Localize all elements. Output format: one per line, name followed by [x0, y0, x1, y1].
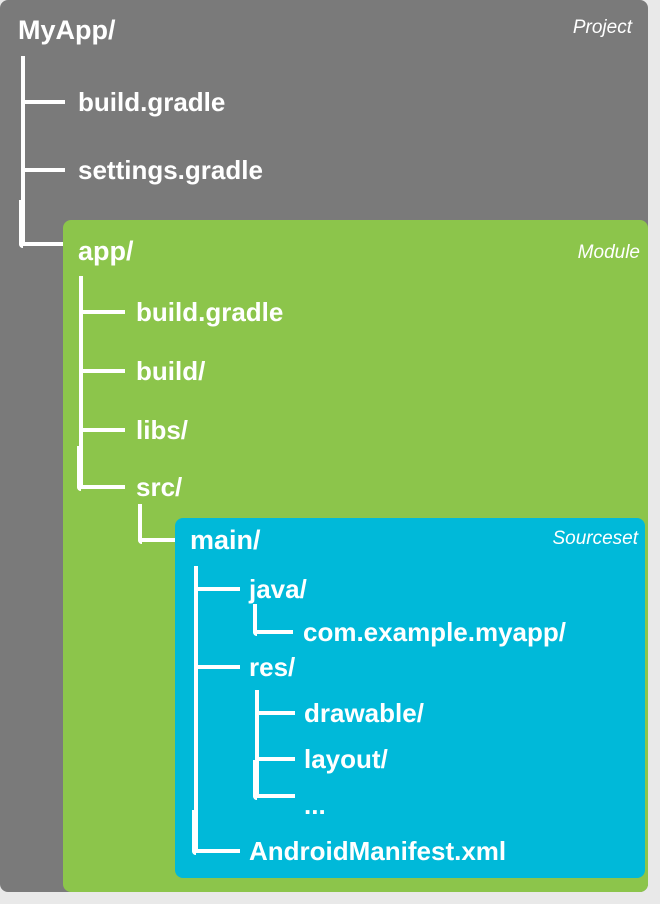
sourceset-entry-java-package: com.example.myapp/ — [303, 617, 566, 647]
module-root-label: app/ — [78, 236, 134, 266]
sourceset-elbow-corner — [192, 810, 196, 855]
module-entry-build-dir: build/ — [136, 356, 206, 386]
sourceset-trunk-line — [194, 566, 198, 850]
res-branch-line-more — [255, 794, 295, 798]
module-branch-line-2 — [79, 369, 125, 373]
project-branch-line-3 — [21, 242, 67, 246]
src-to-main-line — [140, 538, 178, 542]
project-root-label: MyApp/ — [18, 15, 116, 45]
sourceset-tag-label: Sourceset — [552, 528, 638, 549]
sourceset-entry-android-manifest: AndroidManifest.xml — [249, 836, 507, 866]
sourceset-entry-layout-dir: layout/ — [304, 744, 388, 774]
sourceset-box — [175, 518, 645, 878]
sourceset-entry-res-dir: res/ — [249, 652, 296, 682]
sourceset-branch-line-java — [194, 587, 240, 591]
project-elbow-corner — [19, 200, 23, 248]
module-branch-line-4 — [79, 485, 125, 489]
module-entry-libs-dir: libs/ — [136, 415, 189, 445]
src-to-main-elbow-corner — [138, 504, 142, 544]
project-branch-line-1 — [21, 100, 65, 104]
project-entry-build-gradle: build.gradle — [78, 87, 226, 117]
res-trunk-line — [255, 690, 259, 796]
module-entry-build-gradle: build.gradle — [136, 297, 284, 327]
res-elbow-corner — [253, 760, 257, 800]
sourceset-branch-line-manifest — [194, 849, 240, 853]
res-branch-line-layout — [255, 757, 295, 761]
sourceset-entry-ellipsis: ... — [304, 790, 326, 820]
java-package-elbow-corner — [253, 604, 257, 636]
module-entry-src-dir: src/ — [136, 472, 183, 502]
project-branch-line-2 — [21, 168, 65, 172]
project-trunk-line — [21, 56, 25, 246]
module-branch-line-3 — [79, 428, 125, 432]
module-branch-line-1 — [79, 310, 125, 314]
sourceset-branch-line-res — [194, 665, 240, 669]
sourceset-root-label: main/ — [190, 525, 261, 555]
java-package-line — [255, 630, 293, 634]
project-tag-label: Project — [572, 17, 632, 38]
module-elbow-corner — [77, 446, 81, 491]
res-branch-line-drawable — [255, 711, 295, 715]
sourceset-entry-java-dir: java/ — [249, 574, 307, 604]
module-tag-label: Module — [577, 242, 640, 263]
project-entry-settings-gradle: settings.gradle — [78, 155, 263, 185]
sourceset-entry-drawable-dir: drawable/ — [304, 698, 424, 728]
module-trunk-line — [79, 276, 83, 489]
